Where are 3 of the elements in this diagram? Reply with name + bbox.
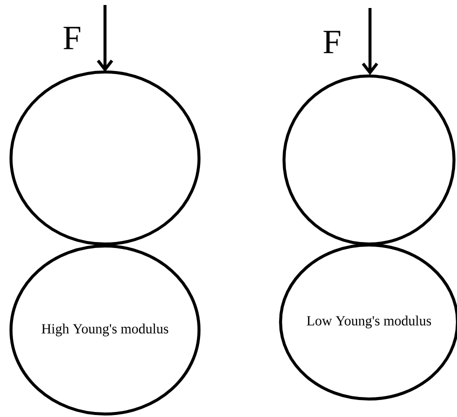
ellipse-shape (10, 70, 200, 246)
ellipse-node: High Young's modulus (10, 244, 200, 416)
ellipse-shape (282, 74, 456, 246)
